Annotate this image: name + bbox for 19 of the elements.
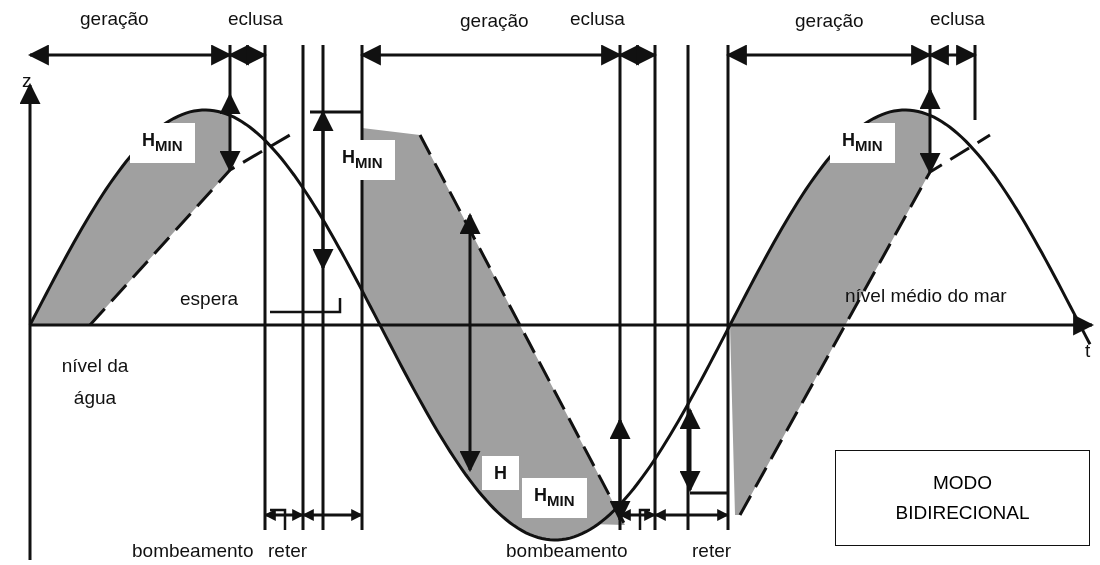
mode-box: MODO BIDIRECIONAL xyxy=(835,450,1090,546)
level-label: nível da água xyxy=(60,354,130,410)
head-label: H$_{MIN}$ xyxy=(830,123,895,163)
head-label: H xyxy=(482,456,519,490)
period-label: eclusa xyxy=(570,8,625,30)
head-label: H$_{MIN}$ xyxy=(130,123,195,163)
phase-label: reter xyxy=(692,540,732,562)
period-label: geração xyxy=(795,10,864,32)
phase-label: bombeamento xyxy=(132,540,254,562)
axis-label: t xyxy=(1085,340,1091,362)
period-label: geração xyxy=(80,8,149,30)
period-label: eclusa xyxy=(228,8,283,30)
head-label: H$_{MIN}$ xyxy=(522,478,587,518)
level-label: espera xyxy=(180,288,239,310)
period-label: geração xyxy=(460,10,529,32)
phase-label: bombeamento xyxy=(506,540,628,562)
period-label: eclusa xyxy=(930,8,985,30)
level-label: nível médio do mar xyxy=(845,285,1007,307)
phase-label: reter xyxy=(268,540,308,562)
